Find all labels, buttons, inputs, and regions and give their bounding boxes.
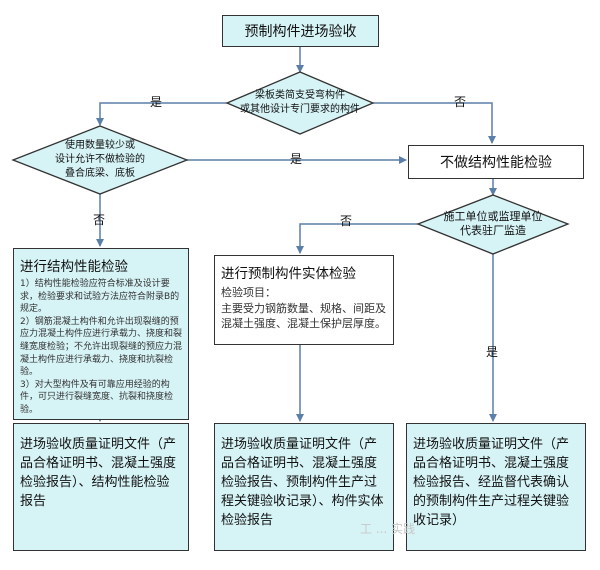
- structural-test-title: 进行结构性能检验: [20, 259, 128, 275]
- doc-box-supervised: 进场验收质量证明文件（产品合格证明书、混凝土强度检验报告、经监督代表确认的预制构…: [406, 423, 586, 551]
- structural-test-box: 进行结构性能检验 1）结构性能检验应符合标准及设计要求，检验要求和试验方法应符合…: [13, 248, 189, 420]
- structural-test-item-2: 2）钢筋混凝土构件和允许出现裂缝的预应力混凝土构件应进行承载力、挠度和裂缝宽度检…: [20, 316, 183, 378]
- no-test-box: 不做结构性能检验: [408, 145, 584, 179]
- decision-beam-text: 梁板类简支受弯构件或其他设计专门要求的构件: [240, 90, 360, 115]
- label-supervise-no: 否: [340, 214, 353, 228]
- decision-few-text: 使用数量较少或设计允许不做检验的叠合底梁、底板: [55, 140, 145, 179]
- watermark: 工 ... 实践: [360, 522, 416, 536]
- decision-supervise-text: 施工单位或监理单位代表驻厂监造: [443, 210, 543, 237]
- entity-test-box: 进行预制构件实体检验 检验项目： 主要受力钢筋数量、规格、间距及混凝土强度、混凝…: [214, 255, 394, 345]
- label-beam-yes: 是: [150, 95, 163, 109]
- doc-box-structural: 进场验收质量证明文件（产品合格证明书、混凝土强度检验报告）、结构性能检验报告: [13, 423, 189, 551]
- arrow-supervise-no: [296, 223, 418, 254]
- doc-box-entity: 进场验收质量证明文件（产品合格证明书、混凝土强度检验报告、预制构件生产过程关键验…: [214, 423, 394, 551]
- decision-beam-diamond: [225, 71, 375, 135]
- label-supervise-yes: 是: [486, 345, 499, 359]
- decision-few-diamond: [11, 125, 189, 195]
- arrow-beam-no: [373, 102, 496, 144]
- label-few-yes: 是: [290, 152, 303, 166]
- arrow-beam-yes: [96, 102, 227, 126]
- structural-test-item-3: 3）对大型构件及有可靠应用经验的构件，可只进行裂缝宽度、抗裂和挠度检验。: [20, 379, 174, 415]
- entity-test-title: 进行预制构件实体检验: [221, 266, 356, 282]
- label-beam-no: 否: [454, 95, 467, 109]
- label-few-no: 否: [93, 213, 106, 227]
- entity-test-subtitle: 检验项目：: [221, 286, 276, 299]
- entity-test-body: 主要受力钢筋数量、规格、间距及混凝土强度、混凝土保护层厚度。: [221, 301, 386, 331]
- decision-supervise-diamond: [416, 194, 570, 255]
- title-box: 预制构件进场验收: [222, 15, 379, 47]
- structural-test-item-1: 1）结构性能检验应符合标准及设计要求，检验要求和试验方法应符合附录B的规定。: [20, 279, 180, 315]
